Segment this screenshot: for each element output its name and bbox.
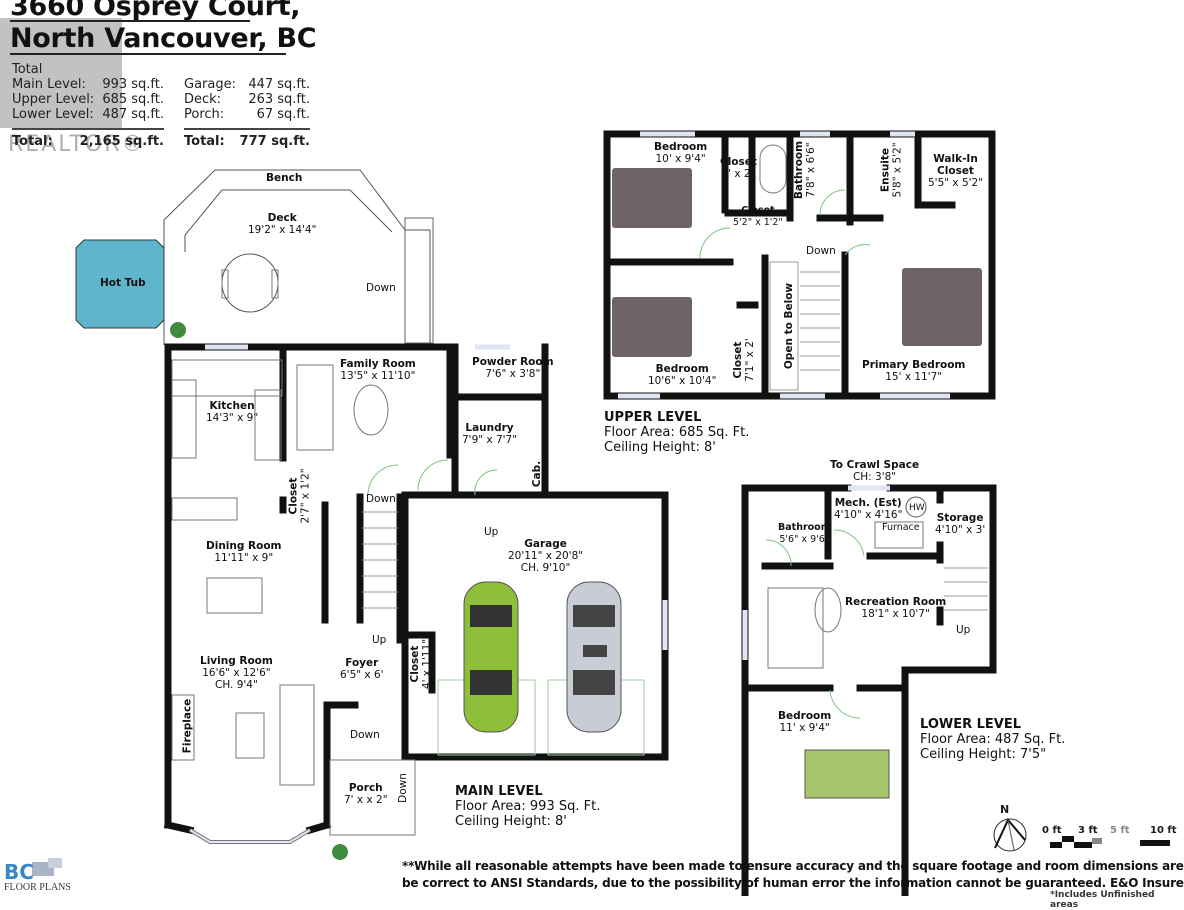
area-row-garage: Garage:447 sq.ft. <box>184 77 310 92</box>
scale-tick-3: 3 ft <box>1078 825 1098 836</box>
room-bench: Bench <box>266 172 303 184</box>
room-mechanical: Mech. (Est)4'10" x 4'16" <box>834 497 903 521</box>
porch-down-label: Down <box>350 729 380 741</box>
area-row-lower: Lower Level:487 sq.ft. <box>12 107 164 122</box>
green-car <box>463 581 519 733</box>
bed <box>612 297 692 357</box>
plant-icon <box>170 322 186 338</box>
realtor-watermark <box>0 18 122 128</box>
open-to-below-label: Open to Below <box>783 282 796 370</box>
scale-tick-0: 0 ft <box>1042 825 1062 836</box>
scale-tick-5: 5 ft <box>1110 825 1130 836</box>
main-level-summary: MAIN LEVEL Floor Area: 993 Sq. Ft. Ceili… <box>455 784 601 829</box>
bed <box>902 268 982 346</box>
area-row-porch: Porch:67 sq.ft. <box>184 107 310 122</box>
area-row-deck: Deck:263 sq.ft. <box>184 92 310 107</box>
fireplace-label: Fireplace <box>181 698 194 754</box>
bed <box>612 168 692 228</box>
stair-up-label: Up <box>372 634 387 646</box>
garage-up-label: Up <box>484 526 499 538</box>
upper-stair-down-label: Down <box>806 245 836 257</box>
area-row-main: Main Level:993 sq.ft. <box>12 77 164 92</box>
room-hot-tub: Hot Tub <box>100 277 146 289</box>
north-compass-icon: N <box>1000 803 1010 816</box>
scale-tick-10: 10 ft <box>1150 825 1177 836</box>
realtor-watermark-text: REALTOR® <box>8 132 146 157</box>
deck-outline <box>163 169 431 345</box>
deck-stair-label: Down <box>366 282 396 294</box>
upper-level-summary: UPPER LEVEL Floor Area: 685 Sq. Ft. Ceil… <box>604 410 750 455</box>
area-total-heading: Total <box>12 62 43 77</box>
disclaimer: **While all reasonable attempts have bee… <box>402 859 1184 890</box>
bc-logo-text: FLOOR PLANS <box>4 882 71 893</box>
water-heater-label: HW <box>909 503 925 513</box>
hot-tub <box>75 239 165 329</box>
address-line-2: North Vancouver, BC <box>10 23 317 54</box>
area-row-total: Total:2,165 sq.ft. <box>12 134 164 149</box>
area-row-extra-total: Total:777 sq.ft. <box>184 134 310 149</box>
stair-down-label: Down <box>366 493 396 505</box>
disclaimer-footnote: *Includes Unfinished areas <box>1050 890 1155 910</box>
lower-level-summary: LOWER LEVEL Floor Area: 487 Sq. Ft. Ceil… <box>920 717 1066 762</box>
bed <box>804 749 890 799</box>
area-summary-right: Garage:447 sq.ft. Deck:263 sq.ft. Porch:… <box>184 77 310 149</box>
porch-side-down-label: Down <box>396 773 409 803</box>
furnace-label: Furnace <box>882 522 920 533</box>
room-cabinet: Cab. <box>531 460 544 488</box>
area-row-upper: Upper Level:685 sq.ft. <box>12 92 164 107</box>
address-line-1: 3660 Osprey Court, <box>10 0 301 22</box>
lower-stair-up-label: Up <box>956 624 971 636</box>
area-summary-left: Total Main Level:993 sq.ft. Upper Level:… <box>12 62 164 149</box>
bc-logo-mark: BC <box>4 860 34 884</box>
